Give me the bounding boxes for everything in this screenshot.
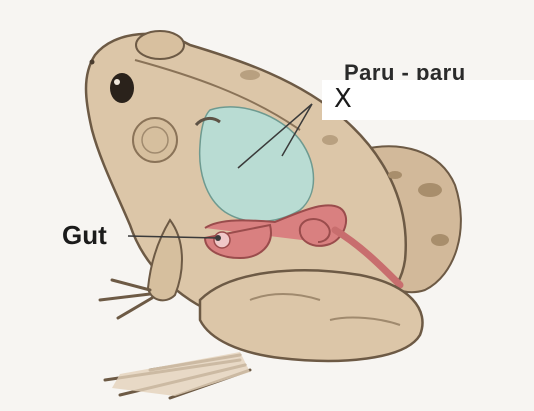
label-x: X bbox=[334, 84, 352, 114]
frog-eye-bump bbox=[136, 31, 184, 59]
frog-foot-web bbox=[112, 352, 250, 396]
frog-spot bbox=[418, 183, 442, 197]
frog-spot bbox=[322, 135, 338, 145]
label-gut: Gut bbox=[62, 220, 107, 251]
frog-rear-leg bbox=[200, 270, 423, 361]
gut-pointer-dot bbox=[215, 235, 221, 241]
frog-nostril bbox=[90, 60, 95, 65]
label-cover-box bbox=[322, 80, 534, 120]
frog-spot bbox=[240, 70, 260, 80]
frog-eye bbox=[110, 73, 134, 103]
frog-spot bbox=[388, 171, 402, 179]
frog-front-hand bbox=[100, 280, 152, 318]
frog-eye-highlight bbox=[114, 79, 120, 85]
frog-spot bbox=[431, 234, 449, 246]
frog-tympanum bbox=[133, 118, 177, 162]
